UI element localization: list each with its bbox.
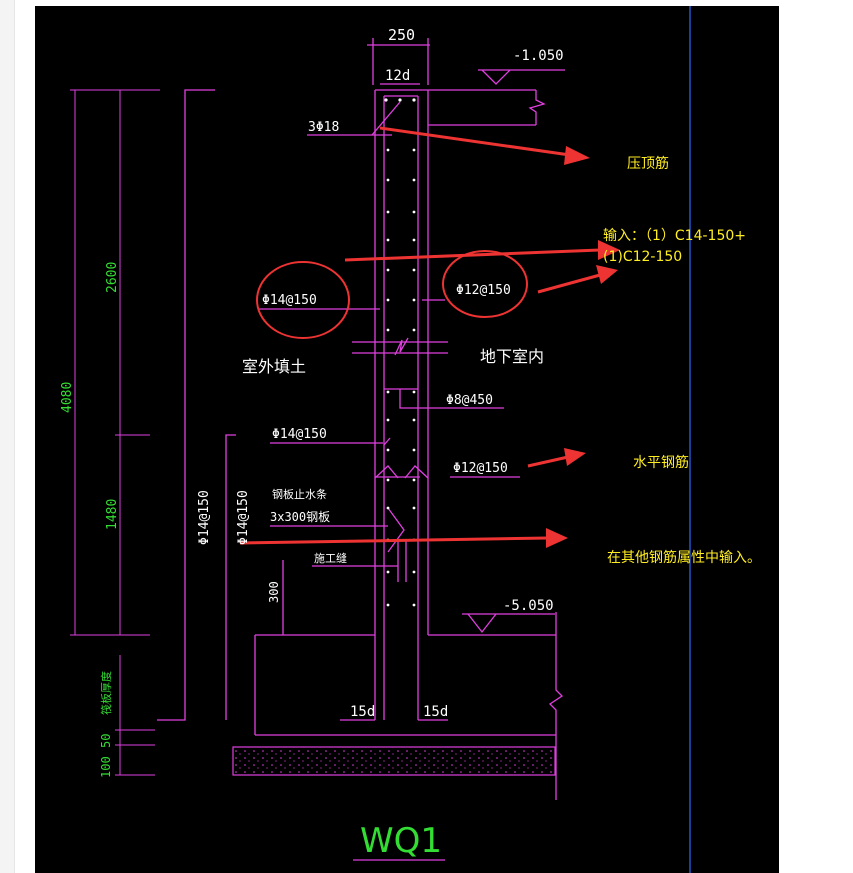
- rebar-left-vertical-2: Φ14@150: [236, 490, 251, 545]
- dim-100: 100: [99, 756, 113, 778]
- left-panel-edge: [0, 0, 15, 873]
- elevation-bottom: -5.050: [503, 598, 554, 614]
- drawing-title: WQ1: [360, 821, 442, 861]
- waterstop-label-2: 3x300钢板: [270, 510, 330, 524]
- note-top-bar: 压顶筋: [627, 155, 669, 172]
- elevation-top: -1.050: [513, 48, 564, 64]
- rebar-outer-vertical: Φ14@150: [262, 293, 317, 308]
- dim-anchor-12d: 12d: [385, 68, 410, 84]
- label-outside-fill: 室外填土: [242, 357, 306, 376]
- anchor-right-15d: 15d: [423, 704, 448, 720]
- dim-total-height: 4080: [60, 382, 75, 413]
- dim-wall-width: 250: [388, 26, 415, 44]
- vertical-dimension-chain: [70, 89, 160, 776]
- note-input-line1: 输入：（1）C14-150+: [603, 228, 746, 244]
- rebar-top-bars: 3Φ18: [308, 120, 339, 135]
- note-horizontal: 水平钢筋: [633, 454, 689, 471]
- note-input-line2: (1)C12-150: [603, 249, 682, 265]
- construction-joint-label: 施工缝: [314, 551, 347, 565]
- dim-upper-height: 2600: [105, 262, 120, 293]
- cad-drawing-canvas[interactable]: 250 12d -1.050 -5.050 15d 15d 3Φ18 Φ14@1…: [35, 6, 779, 873]
- waterstop-label-1: 钢板止水条: [272, 487, 327, 501]
- base-slab: [232, 746, 556, 776]
- wall-geometry: [157, 38, 565, 800]
- dim-lower-height: 1480: [105, 499, 120, 530]
- anchor-left-15d: 15d: [350, 704, 375, 720]
- annotation-arrows: [239, 126, 620, 548]
- dim-300: 300: [267, 581, 281, 603]
- wall-section-drawing: 250 12d -1.050 -5.050 15d 15d 3Φ18 Φ14@1…: [60, 6, 761, 873]
- rebar-left-vertical-1: Φ14@150: [197, 490, 212, 545]
- highlight-ellipse-outer: [256, 261, 350, 339]
- rebar-outer-horizontal: Φ14@150: [272, 427, 327, 442]
- highlight-ellipse-inner: [442, 250, 528, 318]
- rebar-inner-vertical: Φ12@150: [456, 283, 511, 298]
- rebar-dots: [384, 98, 416, 607]
- rebar-inner-horizontal: Φ12@150: [453, 461, 508, 476]
- dim-slab-thickness: 筏板厚度: [99, 671, 113, 715]
- dim-50: 50: [99, 734, 113, 748]
- label-basement: 地下室内: [480, 347, 544, 366]
- rebar-tie: Φ8@450: [446, 393, 493, 408]
- note-other-props: 在其他钢筋属性中输入。: [607, 549, 761, 566]
